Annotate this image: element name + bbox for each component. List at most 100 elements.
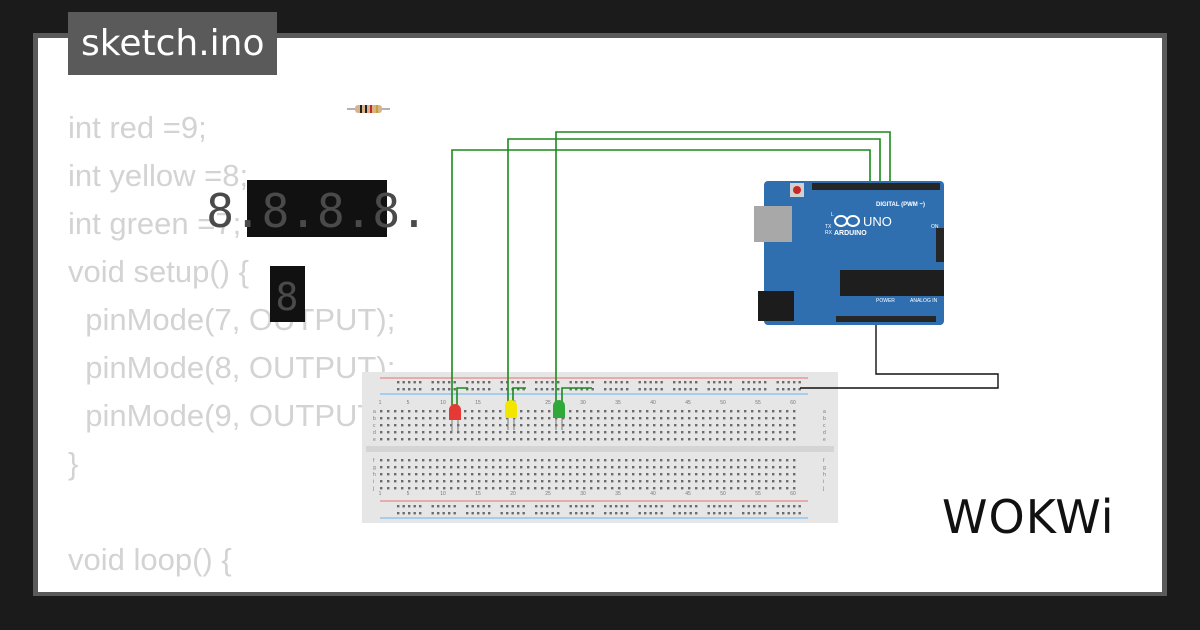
breadboard-hole	[674, 459, 677, 462]
breadboard-hole	[436, 466, 439, 469]
breadboard-hole	[709, 473, 712, 476]
breadboard-hole	[415, 417, 418, 420]
breadboard-hole	[747, 505, 750, 508]
breadboard-hole	[520, 424, 523, 427]
breadboard-hole	[534, 466, 537, 469]
breadboard-hole	[569, 381, 572, 384]
breadboard-hole	[787, 388, 790, 391]
breadboard-hole	[397, 388, 400, 391]
wire-green-led[interactable]	[555, 131, 891, 412]
led-green[interactable]	[553, 400, 565, 430]
wire-red-led[interactable]	[451, 149, 871, 412]
breadboard-hole	[419, 512, 422, 515]
seven-segment-4digit[interactable]: 8.8.8.8.	[206, 180, 428, 238]
breadboard-hole	[546, 388, 549, 391]
breadboard-hole	[569, 473, 572, 476]
breadboard-hole	[520, 473, 523, 476]
breadboard-hole	[583, 431, 586, 434]
breadboard-hole	[747, 512, 750, 515]
digit-body	[270, 266, 305, 322]
breadboard-hole	[681, 417, 684, 420]
breadboard-hole	[772, 417, 775, 420]
breadboard-hole	[541, 459, 544, 462]
breadboard-hole	[583, 466, 586, 469]
breadboard-hole	[466, 388, 469, 391]
sketch-filename[interactable]: sketch.ino	[68, 12, 278, 75]
seven-segment-1digit[interactable]: 8	[270, 266, 305, 322]
row-letter: c	[373, 423, 376, 429]
breadboard-hole	[611, 480, 614, 483]
breadboard-hole	[702, 424, 705, 427]
ground-wire[interactable]	[800, 318, 999, 389]
breadboard-hole	[667, 417, 670, 420]
breadboard-hole	[520, 438, 523, 441]
row-letter: g	[373, 465, 376, 471]
breadboard-hole	[681, 466, 684, 469]
breadboard-hole	[562, 480, 565, 483]
on-label: ON	[931, 224, 939, 230]
breadboard-hole	[615, 512, 618, 515]
breadboard-hole	[482, 512, 485, 515]
breadboard-hole	[397, 381, 400, 384]
breadboard-hole	[457, 480, 460, 483]
breadboard-hole	[609, 388, 612, 391]
led-yellow[interactable]	[505, 400, 517, 430]
breadboard-hole	[590, 466, 593, 469]
resistor[interactable]	[347, 105, 390, 113]
wire-yellow-led[interactable]	[507, 138, 881, 412]
breadboard-hole	[527, 438, 530, 441]
breadboard-hole	[667, 424, 670, 427]
breadboard-hole	[415, 438, 418, 441]
rx-label: RX	[825, 230, 833, 236]
breadboard-hole	[402, 505, 405, 508]
arduino-uno[interactable]: DIGITAL (PWM ~) UNO ARDUINO L TX RX ON P…	[754, 181, 944, 325]
breadboard-hole	[737, 438, 740, 441]
breadboard-hole	[488, 505, 491, 508]
breadboard-hole	[569, 431, 572, 434]
breadboard-hole	[604, 417, 607, 420]
breadboard-hole	[793, 459, 796, 462]
column-number: 45	[685, 491, 691, 497]
breadboard-hole	[764, 505, 767, 508]
microcontroller-chip	[840, 270, 944, 296]
breadboard-hole	[765, 487, 768, 490]
breadboard-hole	[707, 381, 710, 384]
reset-button[interactable]	[793, 186, 801, 194]
led-red[interactable]	[449, 404, 461, 432]
breadboard-hole	[646, 417, 649, 420]
breadboard-hole	[764, 388, 767, 391]
breadboard-hole	[702, 473, 705, 476]
breadboard-hole	[723, 424, 726, 427]
breadboard-hole	[751, 466, 754, 469]
breadboard-hole	[688, 438, 691, 441]
breadboard-hole	[609, 381, 612, 384]
breadboard-hole	[580, 505, 583, 508]
breadboard-hole	[471, 417, 474, 420]
breadboard-hole	[597, 459, 600, 462]
breadboard-hole	[429, 487, 432, 490]
breadboard-hole	[779, 424, 782, 427]
center-channel	[366, 446, 834, 452]
breadboard-hole	[464, 480, 467, 483]
breadboard-hole	[639, 424, 642, 427]
wire-red-ground[interactable]	[456, 387, 468, 412]
breadboard-hole	[464, 466, 467, 469]
breadboard-hole	[747, 388, 750, 391]
breadboard-hole	[482, 505, 485, 508]
breadboard-hole	[611, 410, 614, 413]
column-number: 10	[440, 491, 446, 497]
breadboard-hole	[751, 417, 754, 420]
breadboard-hole	[674, 466, 677, 469]
breadboard-hole	[730, 424, 733, 427]
breadboard-hole	[744, 431, 747, 434]
breadboard-hole	[557, 381, 560, 384]
breadboard-hole	[443, 410, 446, 413]
breadboard-hole	[448, 381, 451, 384]
breadboard-hole	[419, 381, 422, 384]
breadboard-hole	[527, 459, 530, 462]
breadboard-hole	[772, 459, 775, 462]
breadboard-hole	[673, 381, 676, 384]
breadboard-hole	[611, 424, 614, 427]
